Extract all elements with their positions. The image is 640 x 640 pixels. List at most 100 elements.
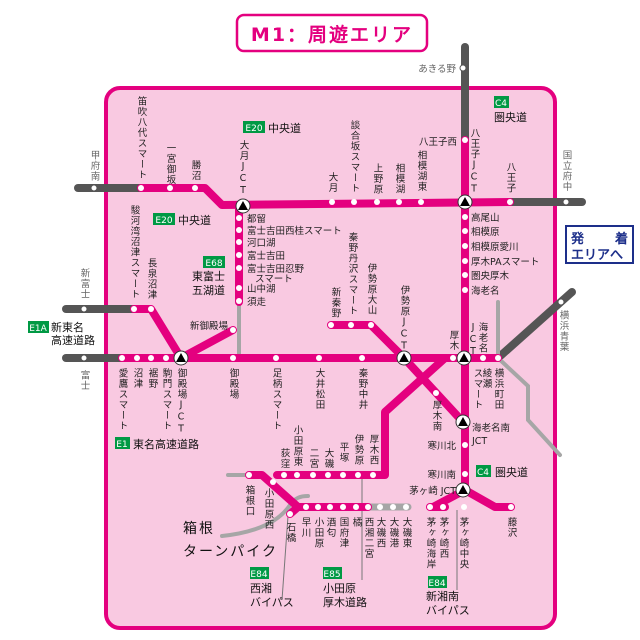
station-label-hakoneguchi: 箱根口 bbox=[244, 484, 256, 516]
svg-text:C4: C4 bbox=[495, 99, 507, 109]
leader-lines bbox=[281, 475, 458, 601]
road-hakone-turnpike: 箱根 ターンパイク bbox=[183, 521, 278, 560]
interchange-dot bbox=[351, 199, 357, 205]
interchange-dot bbox=[480, 355, 486, 361]
station-label-numazu: 沼津 bbox=[132, 368, 144, 389]
interchange-dot bbox=[167, 185, 173, 191]
svg-text:C4: C4 bbox=[477, 468, 489, 478]
interchange-dot bbox=[365, 504, 371, 510]
title-text: M1：周遊エリア bbox=[251, 23, 413, 46]
svg-text:E1: E1 bbox=[116, 440, 127, 450]
station-label-oimatsuda: 大井松田 bbox=[314, 367, 326, 410]
interchange-dot bbox=[246, 472, 252, 478]
station-label-takaosan: 高尾山 bbox=[471, 212, 500, 224]
destination-area-button[interactable]: 発 着 エリアへ bbox=[565, 225, 634, 264]
station-label-hayakawa: 早川 bbox=[300, 517, 312, 538]
station-label-fuji: 富士 bbox=[79, 369, 91, 391]
station-label-ashitaka: 愛鷹スマート bbox=[117, 367, 129, 431]
junction-icon bbox=[457, 194, 473, 210]
svg-text:新東名: 新東名 bbox=[51, 320, 84, 334]
station-label-odawara: 小田原 bbox=[313, 517, 325, 549]
svg-text:ターンパイク: ターンパイク bbox=[183, 544, 278, 560]
interchange-dot bbox=[340, 504, 346, 510]
station-label-katsunuma: 勝沼 bbox=[190, 159, 202, 181]
station-label-keno-atsugi: 圏央厚木 bbox=[471, 270, 510, 282]
station-label-shinfuji: 新富士 bbox=[79, 267, 91, 299]
road-e68: E68 東富士 五湖道 bbox=[192, 256, 225, 297]
interchange-dot bbox=[325, 472, 331, 478]
interchange-dot bbox=[374, 199, 380, 205]
interchange-dot bbox=[192, 185, 198, 191]
station-label-aikawa: 相模原愛川 bbox=[471, 241, 519, 253]
station-label-sagamiko-higashi: 相模湖東 bbox=[416, 149, 428, 192]
interchange-dot bbox=[440, 504, 446, 510]
svg-text:バイパス: バイパス bbox=[426, 604, 470, 617]
interchange-dot bbox=[310, 472, 316, 478]
station-label-oshino1: 富士吉田忍野 bbox=[247, 263, 305, 275]
interchange-dot bbox=[462, 137, 468, 143]
station-label-ayase1: 綾瀬 bbox=[481, 367, 493, 389]
interchange-dot bbox=[163, 355, 169, 361]
interchange-dot bbox=[450, 355, 456, 361]
station-label-samukawa-kita: 寒川北 bbox=[427, 440, 456, 452]
station-label-shingotemba: 新御殿場 bbox=[190, 320, 229, 332]
station-label-oiso-nishi: 大磯西 bbox=[375, 516, 387, 548]
interchange-dot bbox=[459, 64, 467, 72]
station-label-otsuki-jct: 大月JCT bbox=[238, 139, 250, 197]
road-e85: E85 小田原 厚木道路 bbox=[323, 567, 367, 609]
interchange-dot bbox=[462, 243, 468, 249]
interchange-dot bbox=[370, 472, 376, 478]
station-label-oyama: 伊勢原大山 bbox=[366, 262, 378, 315]
station-label-kunitachi: 国立府中 bbox=[561, 150, 573, 192]
station-label-chigasaki-nishi: 茅ヶ崎西 bbox=[438, 517, 450, 559]
station-label-isehara-jct: 伊勢原JCT bbox=[399, 284, 411, 352]
interchange-dot bbox=[340, 472, 346, 478]
interchange-dot bbox=[273, 355, 279, 361]
road-e20-mid: E20 中央道 bbox=[153, 213, 211, 227]
station-label-atsugi-nishi: 厚木西 bbox=[368, 434, 380, 466]
interchange-dot bbox=[462, 272, 468, 278]
interchange-dot bbox=[230, 327, 236, 333]
station-label-otsuki: 大月 bbox=[327, 171, 339, 193]
station-label-ichinomiya: 一宮御坂 bbox=[165, 143, 177, 185]
svg-text:圏央道: 圏央道 bbox=[494, 110, 527, 124]
station-label-sagamiko: 相模湖 bbox=[394, 162, 406, 194]
station-label-yamanakako: 山中湖 bbox=[247, 283, 276, 295]
interchange-dot bbox=[396, 199, 402, 205]
station-label-oiso-higashi: 大磯東 bbox=[401, 516, 413, 548]
interchange-dot bbox=[329, 199, 335, 205]
svg-text:五湖道: 五湖道 bbox=[192, 283, 225, 297]
station-label-shinhadano: 新秦野 bbox=[330, 286, 342, 318]
svg-text:E85: E85 bbox=[323, 570, 340, 580]
road-e20-top: E20 中央道 bbox=[243, 121, 301, 135]
interchange-dot bbox=[462, 471, 468, 477]
station-label-ayase2: スマート bbox=[472, 368, 483, 410]
station-label-odawara-higashi: 小田原東 bbox=[292, 425, 304, 467]
station-label-kofuminami: 甲府南 bbox=[89, 150, 101, 182]
station-label-yokohama-machida: 横浜町田 bbox=[493, 367, 505, 410]
svg-text:E84: E84 bbox=[428, 579, 445, 589]
interchange-dot bbox=[377, 504, 383, 510]
interchange-dot bbox=[80, 305, 88, 313]
station-label-chigasaki-chuo: 茅ヶ崎中央 bbox=[458, 517, 470, 570]
interchange-dot bbox=[427, 504, 433, 510]
station-label-komakado: 駒門スマート bbox=[161, 367, 173, 431]
svg-text:中央道: 中央道 bbox=[178, 213, 211, 227]
station-label-tanzawa: 秦野丹沢スマート bbox=[347, 231, 359, 316]
interchange-dot bbox=[236, 227, 242, 233]
interchange-dot bbox=[327, 504, 333, 510]
station-label-fuefuki: 笛吹八代スマート bbox=[136, 95, 148, 180]
title-box bbox=[235, 13, 429, 53]
station-label-surugawan: 駿河湾沼津スマート bbox=[129, 204, 141, 299]
road-e84-seisho: E84 西湘 バイパス bbox=[250, 567, 294, 609]
station-label-sakawa: 酒匂 bbox=[325, 517, 337, 538]
svg-text:バイパス: バイパス bbox=[250, 596, 294, 609]
road-e84-shinshonan: E84 新湘南 バイパス bbox=[426, 576, 470, 617]
interchange-dot bbox=[294, 472, 300, 478]
interchange-dot bbox=[462, 258, 468, 264]
road-c4-top: C4 圏央道 bbox=[494, 96, 527, 124]
station-label-chigasaki-kaigan: 茅ヶ崎海岸 bbox=[425, 517, 437, 570]
interchange-dot bbox=[461, 504, 467, 510]
interchange-dot bbox=[348, 322, 354, 328]
svg-text:E20: E20 bbox=[155, 216, 172, 226]
